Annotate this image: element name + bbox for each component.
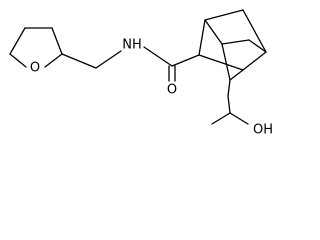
bond: [51, 27, 63, 55]
tetrahydrofuran-ring: [9, 27, 63, 68]
bond: [204, 9, 244, 21]
bond: [221, 39, 250, 45]
bond: [9, 53, 27, 68]
amide-nitrogen-label: NH: [122, 38, 142, 53]
bond: [171, 54, 200, 67]
bond: [61, 53, 97, 69]
bond: [227, 95, 231, 114]
bond: [242, 51, 267, 71]
carbonyl-oxygen-label: O: [167, 83, 177, 98]
bond: [248, 39, 267, 53]
hydroxyl-label: OH: [253, 123, 273, 138]
bond: [9, 27, 26, 55]
bond: [242, 9, 267, 53]
ring-oxygen-label: O: [30, 61, 40, 76]
chemical-structure: O NH O OH: [9, 9, 273, 138]
amide-group: [143, 46, 200, 82]
bond: [211, 112, 231, 125]
bicyclic-cage: [198, 9, 267, 97]
carboxylic-acid-group: [211, 95, 249, 125]
bond: [221, 43, 231, 81]
bond: [229, 69, 244, 81]
bond: [204, 19, 223, 45]
bond: [227, 79, 231, 97]
methylene-linker: [61, 50, 122, 69]
bond: [143, 46, 173, 67]
bond: [44, 53, 63, 68]
bond: [198, 54, 244, 71]
bond: [229, 112, 249, 125]
bond: [95, 50, 122, 69]
bond: [198, 19, 206, 56]
